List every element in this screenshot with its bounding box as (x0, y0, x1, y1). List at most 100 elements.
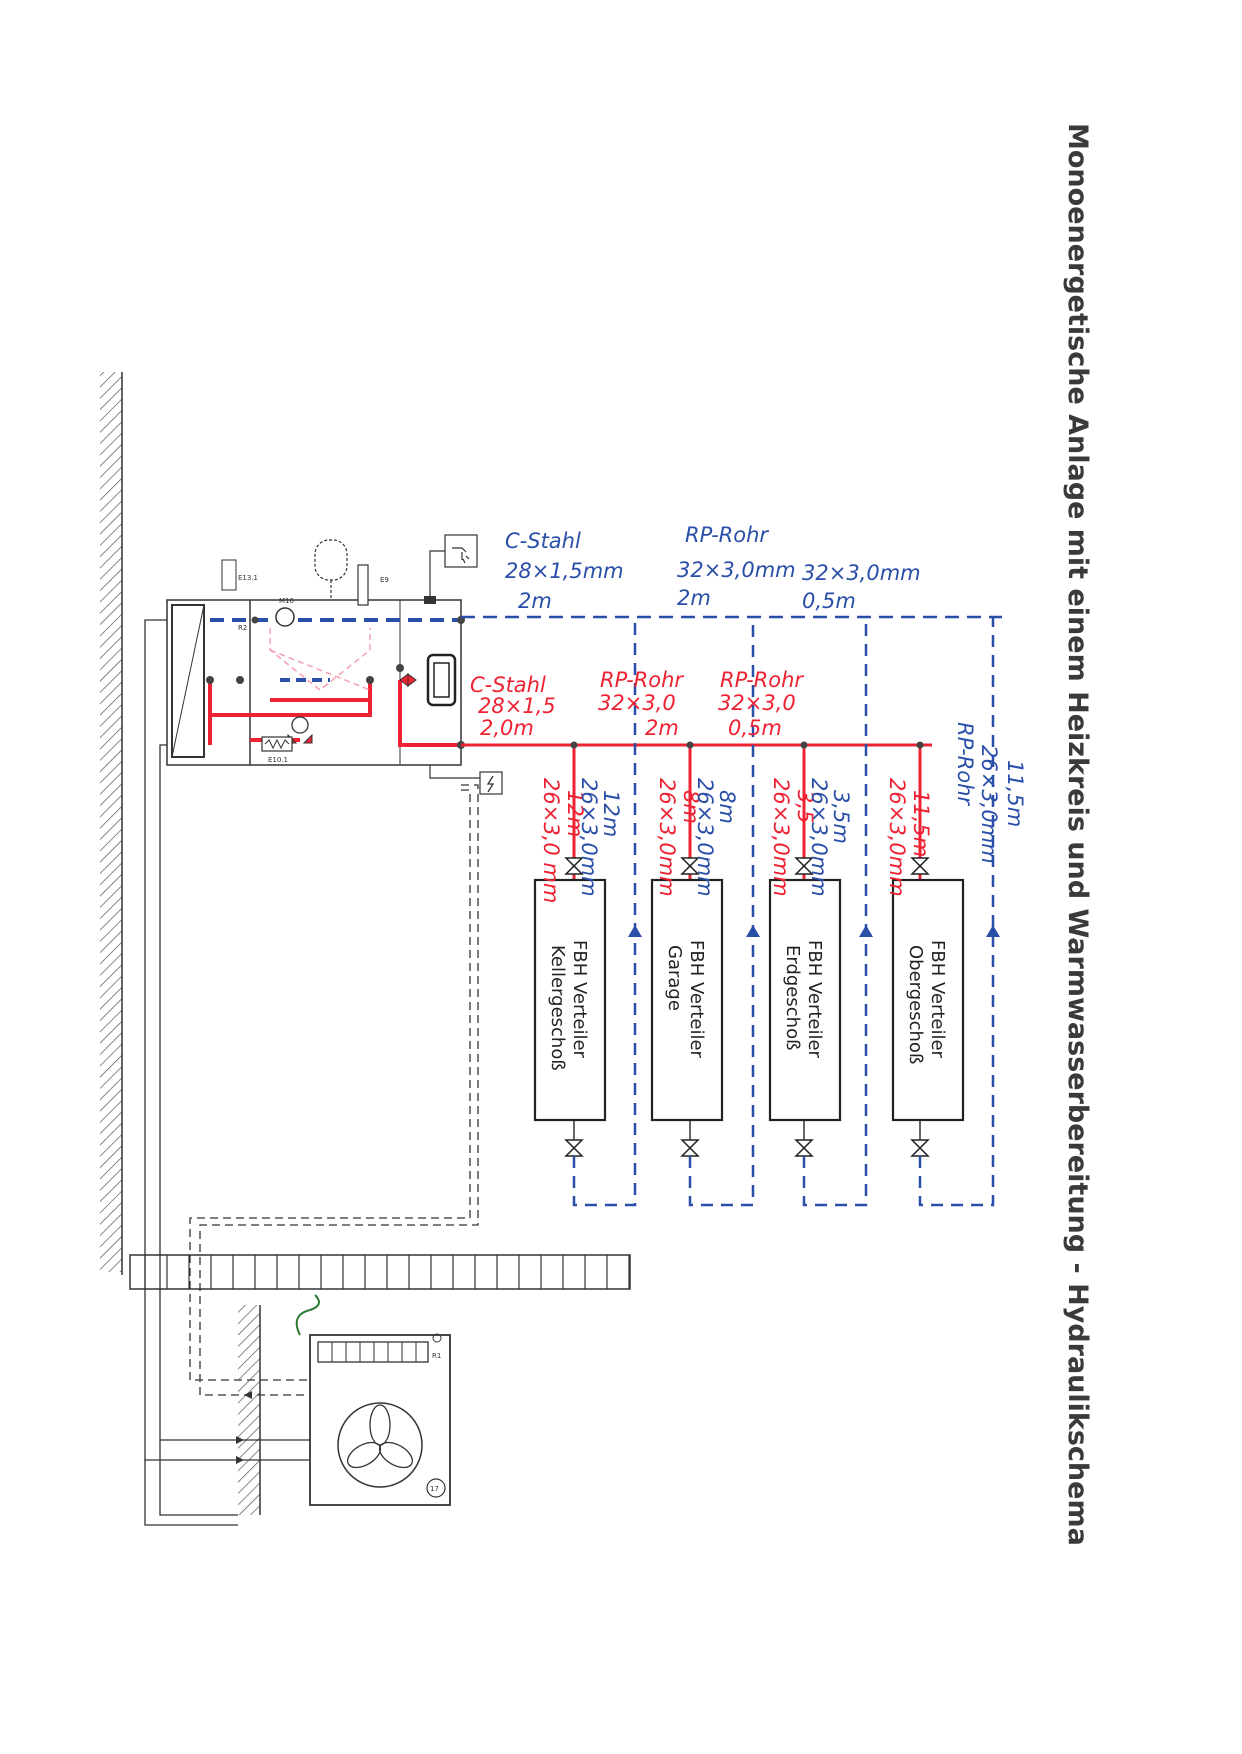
sensor-dots (206, 616, 465, 749)
return-label-row1-a: C-Stahl (505, 529, 581, 553)
return-line (572, 617, 637, 1207)
internal-supply-piping (208, 680, 461, 747)
return-line (918, 617, 995, 1207)
return-label-row3-a: 2m (518, 589, 552, 613)
upper-floor-return-annotation: 11,5m 26×3,0mm RP-Rohr (953, 722, 1027, 864)
tee-dot (686, 741, 694, 749)
supply-label-row1-b: RP-Rohr (600, 668, 684, 692)
shutoff-valve-icon (794, 1139, 814, 1157)
distributor-floor: Obergeschoß (905, 945, 926, 1064)
circulation-pump-m16: M16 (275, 597, 295, 627)
svg-text:M16: M16 (279, 597, 294, 605)
distributor-floor: Kellergeschoß (547, 945, 568, 1071)
electric-heater-e10: E10.1 (261, 736, 293, 764)
distributor-name: FBH Verteiler (927, 940, 948, 1059)
floor-foundation (129, 1254, 631, 1290)
dhw-tap-icon (424, 534, 478, 604)
dhw-coil (269, 628, 371, 691)
supply-label-row2-b: 32×3,0 (598, 691, 676, 715)
building-wall (100, 372, 261, 1515)
shutoff-valve-icon (680, 1139, 700, 1157)
supply-length-label: 11,5m (909, 790, 933, 857)
return-length-label: 8m (715, 790, 739, 824)
shutoff-valve-icon (910, 857, 930, 875)
distributor-box (891, 878, 965, 1122)
distributor-name: FBH Verteiler (569, 940, 590, 1059)
svg-text:E13.1: E13.1 (238, 574, 258, 582)
return-label-row3-b: 2m (677, 586, 711, 610)
return-dim-label: 26×3,0mm (807, 778, 831, 897)
supply-label-row1-c: RP-Rohr (720, 668, 804, 692)
supply-length-label: 8m (679, 790, 703, 824)
return-dim-label: 26×3,0mm (693, 778, 717, 897)
upper-return-type: RP-Rohr (953, 722, 977, 806)
return-flow-arrow (746, 925, 760, 937)
return-line (688, 617, 755, 1207)
return-label-row2-b: 32×3,0mm (677, 558, 796, 582)
upper-return-dim: 26×3,0mm (977, 745, 1001, 864)
safety-valve-e13: E13.1 R2 (221, 559, 258, 632)
supply-dim-label: 26×3,0mm (885, 778, 909, 897)
tee-dot (800, 741, 808, 749)
flow-arrows (236, 1391, 252, 1464)
tee-dot (916, 741, 924, 749)
supply-label-row3-a: 2,0m (480, 716, 534, 740)
power-supply-icon (429, 765, 503, 795)
return-length-label: 3,5m (829, 790, 853, 844)
unit-number-label: 17 (430, 1485, 439, 1493)
outdoor-heat-pump: R1 17 (295, 1294, 451, 1506)
return-flow-arrow (986, 925, 1000, 937)
return-label-row2-a: 28×1,5mm (505, 559, 624, 583)
shutoff-valve-icon (794, 857, 814, 875)
expansion-vessel (314, 539, 348, 600)
controller-unit (399, 653, 457, 707)
return-dim-label: 26×3,0mm (577, 778, 601, 897)
sensor-r1-label: R1 (432, 1352, 441, 1360)
return-length-label: 12m (599, 790, 623, 837)
supply-label-row2-a: 28×1,5 (478, 694, 556, 718)
supply-label-row3-c: 0,5m (728, 716, 782, 740)
supply-length-label: 12m (563, 790, 587, 837)
supply-dim-label: 26×3,0mm (769, 778, 793, 897)
internal-return-piping (210, 618, 461, 682)
return-line (802, 617, 868, 1207)
return-pipe-labels: C-Stahl RP-Rohr 28×1,5mm 32×3,0mm 32×3,0… (505, 523, 921, 613)
mixing-valve (287, 716, 313, 744)
return-label-row3-c: 0,5m (802, 589, 856, 613)
shutoff-valve-icon (680, 857, 700, 875)
distributor-box (768, 878, 842, 1122)
distributor-name: FBH Verteiler (686, 940, 707, 1059)
return-label-row2-c: 32×3,0mm (802, 561, 921, 585)
supply-dim-label: 26×3,0mm (655, 778, 679, 897)
return-flow-arrow (859, 925, 873, 937)
supply-dim-label: 26×3,0 mm (539, 778, 563, 903)
distributor-name: FBH Verteiler (804, 940, 825, 1059)
distributor-box (533, 878, 607, 1122)
refrigerant-lines (144, 619, 479, 1526)
return-label-row1-b: RP-Rohr (685, 523, 769, 547)
svg-text:E9: E9 (380, 576, 389, 584)
tee-dot (570, 741, 578, 749)
supply-pipe-labels: C-Stahl RP-Rohr RP-Rohr 28×1,5 32×3,0 32… (470, 668, 804, 740)
shutoff-valve-icon (564, 1139, 584, 1157)
distributor-box (650, 878, 724, 1122)
upper-return-len: 11,5m (1003, 760, 1027, 827)
return-flow-arrow (628, 925, 642, 937)
supply-length-label: 3,5 (793, 790, 817, 823)
supply-label-row3-b: 2m (645, 716, 679, 740)
distributor-floor: Garage (664, 945, 685, 1011)
supply-label-row1-a: C-Stahl (470, 673, 546, 697)
supply-label-row2-c: 32×3,0 (718, 691, 796, 715)
distributor-floor: Erdgeschoß (782, 945, 803, 1050)
page-title: Monoenergetische Anlage mit einem Heizkr… (1062, 123, 1093, 1546)
shutoff-valve-icon (564, 857, 584, 875)
svg-text:E10.1: E10.1 (268, 756, 288, 764)
svg-text:R2: R2 (238, 624, 247, 632)
shutoff-valve-icon (910, 1139, 930, 1157)
